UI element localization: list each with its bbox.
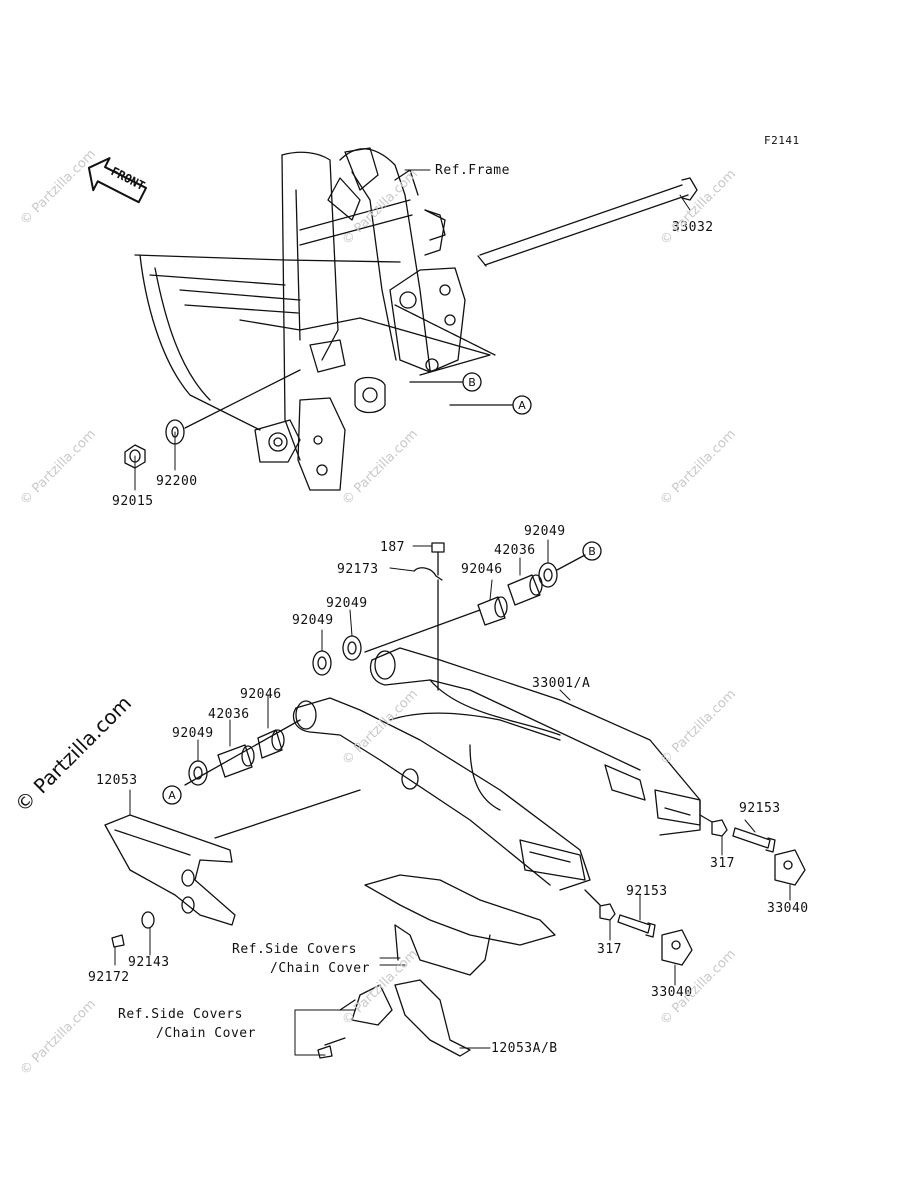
callout-92049-b: 92049 xyxy=(292,613,334,628)
bolt-92153-center xyxy=(617,914,656,938)
bolt-187 xyxy=(431,542,445,576)
callout-ref-side-covers-1: Ref.Side Covers xyxy=(232,942,357,957)
callout-12053: 12053 xyxy=(96,773,138,788)
screw-92172 xyxy=(111,934,125,948)
collar-92143 xyxy=(141,911,155,929)
collar-42036-top xyxy=(507,574,543,606)
callout-chain-cover-1: /Chain Cover xyxy=(270,961,370,976)
axis-line-front xyxy=(184,369,301,429)
callout-92172: 92172 xyxy=(88,970,130,985)
callout-187: 187 xyxy=(380,540,405,555)
callout-33040-center: 33040 xyxy=(651,985,693,1000)
callout-12053ab: 12053A/B xyxy=(491,1041,558,1056)
marker-b-circle-mid xyxy=(582,541,602,561)
plate-33040-right xyxy=(774,849,806,886)
callout-33032: 33032 xyxy=(672,220,714,235)
axis-line-adjuster-r xyxy=(699,814,713,823)
seal-92049-b xyxy=(312,650,332,676)
bolt-92153-right xyxy=(732,827,776,853)
callout-92173: 92173 xyxy=(337,562,379,577)
callout-42036-mid: 42036 xyxy=(208,707,250,722)
marker-b-letter-top: B xyxy=(468,376,476,389)
callout-317-right: 317 xyxy=(710,856,735,871)
callout-chain-cover-2: /Chain Cover xyxy=(156,1026,256,1041)
callout-92049-top: 92049 xyxy=(524,524,566,539)
marker-a-circle-mid xyxy=(162,785,182,805)
callout-33040-right: 33040 xyxy=(767,901,809,916)
callout-92200: 92200 xyxy=(156,474,198,489)
callout-317-center: 317 xyxy=(597,942,622,957)
bearing-92046-mid xyxy=(257,729,285,759)
collar-42036-mid xyxy=(217,744,255,778)
callout-92153-right: 92153 xyxy=(739,801,781,816)
seal-92049-a xyxy=(342,635,362,661)
nut-317-right xyxy=(711,819,728,837)
callout-92049-c: 92049 xyxy=(172,726,214,741)
marker-b-circle-top xyxy=(462,372,482,392)
frame-assembly xyxy=(134,147,496,491)
chain-cover xyxy=(364,874,556,976)
marker-b-letter-mid: B xyxy=(588,545,596,558)
callout-33001a: 33001/A xyxy=(532,676,591,691)
callout-ref-side-covers-2: Ref.Side Covers xyxy=(118,1007,243,1022)
chain-guard-12053ab xyxy=(317,979,471,1059)
callout-92143: 92143 xyxy=(128,955,170,970)
callout-92049-a: 92049 xyxy=(326,596,368,611)
plate-33040-center xyxy=(661,929,693,966)
clip-92173 xyxy=(413,567,443,581)
marker-a-circle-top xyxy=(512,395,532,415)
marker-a-letter-top: A xyxy=(518,399,526,412)
chain-guard-12053 xyxy=(104,814,236,926)
axis-line-b xyxy=(556,554,586,571)
swing-arm-33001 xyxy=(292,647,701,891)
callout-92015: 92015 xyxy=(112,494,154,509)
pivot-axle-33032 xyxy=(477,177,698,267)
callout-92046-mid: 92046 xyxy=(240,687,282,702)
marker-a-letter-mid: A xyxy=(168,789,176,802)
bearing-92046-top xyxy=(477,596,508,626)
leader-lines xyxy=(114,169,791,1056)
callout-92046-top: 92046 xyxy=(461,562,503,577)
callout-92153-center: 92153 xyxy=(626,884,668,899)
nut-317-center xyxy=(599,903,616,921)
axis-line-lower xyxy=(184,719,301,786)
callout-ref-frame: Ref.Frame xyxy=(435,163,510,178)
front-arrow-icon xyxy=(87,157,148,204)
axis-line-guard xyxy=(214,789,361,839)
axis-line-adjuster-c xyxy=(584,889,601,906)
axis-line-upper xyxy=(364,609,481,653)
callout-42036-top: 42036 xyxy=(494,543,536,558)
figure-code: F2141 xyxy=(764,134,800,147)
